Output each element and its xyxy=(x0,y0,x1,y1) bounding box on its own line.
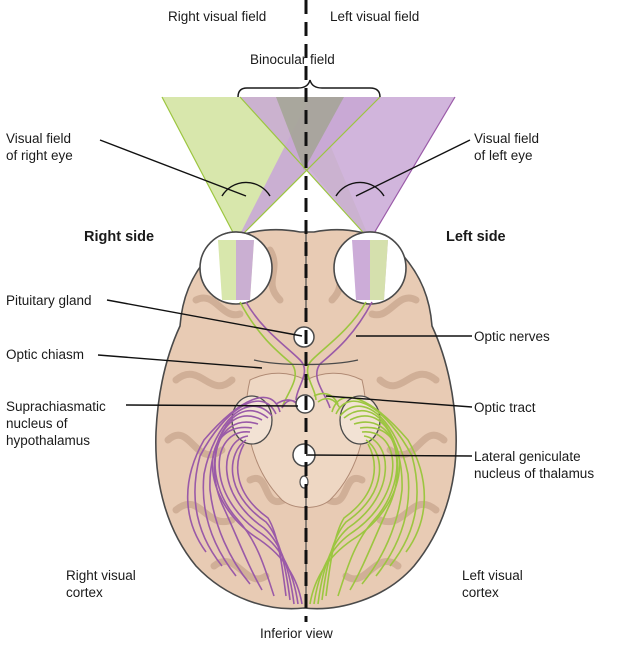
label-optic-chiasm: Optic chiasm xyxy=(6,347,85,362)
purple-optic-radiations xyxy=(186,396,303,605)
label-optic-nerves: Optic nerves xyxy=(474,329,550,344)
label-lateral-geniculate-nucleus: Lateral geniculate nucleus of thalamus xyxy=(474,449,595,481)
leader-visual-field-left-arc xyxy=(335,181,385,197)
label-right-side: Right side xyxy=(84,229,155,245)
label-left-side: Left side xyxy=(446,229,506,245)
leader-lines xyxy=(97,139,473,457)
label-optic-tract: Optic tract xyxy=(474,400,536,415)
leader-lgn xyxy=(305,454,473,457)
visual-field-cones xyxy=(161,96,456,241)
pituitary-gland-marker xyxy=(293,326,315,348)
leader-optic-chiasm xyxy=(97,354,263,369)
leader-pituitary xyxy=(106,299,303,337)
label-suprachiasmatic-nucleus: Suprachiasmatic nucleus of hypothalamus xyxy=(6,399,106,448)
label-left-visual-cortex: Left visual cortex xyxy=(462,568,523,600)
leader-visual-field-right xyxy=(99,139,247,197)
label-visual-field-right-eye: Visual field of right eye xyxy=(6,131,73,163)
leader-suprachiasmatic xyxy=(125,404,299,407)
label-pituitary-gland: Pituitary gland xyxy=(6,293,92,308)
label-right-visual-cortex: Right visual cortex xyxy=(66,568,136,600)
leader-optic-tract xyxy=(325,395,473,408)
binocular-overlap xyxy=(276,97,344,170)
left-eye xyxy=(333,231,407,305)
right-eye xyxy=(199,231,273,305)
label-binocular-field: Binocular field xyxy=(250,52,335,67)
label-inferior-view: Inferior view xyxy=(260,626,333,641)
leader-visual-field-right-arc xyxy=(221,181,271,197)
label-visual-field-left-eye: Visual field of left eye xyxy=(474,131,540,163)
label-right-visual-field: Right visual field xyxy=(168,9,267,24)
label-left-visual-field: Left visual field xyxy=(330,9,420,24)
binocular-bracket xyxy=(237,79,381,98)
